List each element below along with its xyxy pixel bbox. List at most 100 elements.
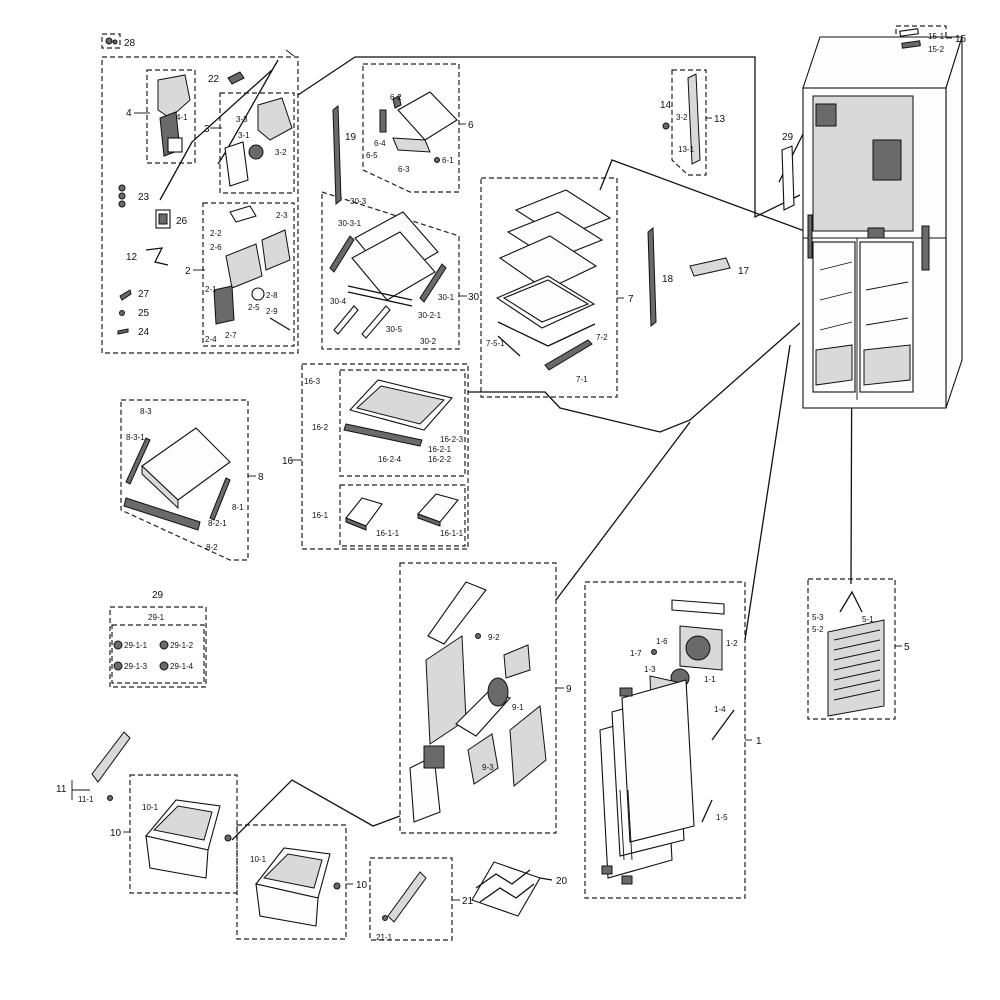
part-27-25-24-small — [117, 289, 132, 335]
part-29-1-screws — [113, 640, 169, 671]
label-28: 28 — [124, 38, 136, 49]
group-box-10b — [236, 824, 347, 940]
part-18-rail — [647, 226, 657, 328]
part-26-plate — [155, 209, 171, 229]
group-box-8 — [120, 399, 249, 561]
label-10b: 10 — [356, 880, 368, 891]
part-8-shelf-assembly — [123, 427, 231, 531]
label-7-5-1: 7-5-1 — [486, 339, 505, 348]
group-box-21 — [369, 857, 453, 941]
group-box-6 — [362, 63, 460, 193]
part-19-rail — [332, 104, 342, 206]
part-10-drawer-a — [145, 799, 232, 879]
label-30: 30 — [468, 292, 480, 303]
label-8-1: 8-1 — [232, 503, 244, 512]
label-15-2: 15-2 — [928, 45, 945, 54]
label-17: 17 — [738, 266, 750, 277]
label-13: 13 — [714, 114, 726, 125]
label-29-1-3: 29-1-3 — [124, 662, 148, 671]
part-7-shelf-assembly — [495, 189, 612, 371]
label-16-2-4: 16-2-4 — [378, 455, 402, 464]
label-4-1: 4-1 — [176, 113, 188, 122]
label-9-1: 9-1 — [512, 703, 524, 712]
group-box-16 — [301, 363, 469, 550]
leader-left-top-to-unit — [297, 56, 801, 219]
label-3-2: 3-2 — [275, 148, 287, 157]
label-29-1: 29-1 — [148, 613, 165, 622]
label-6-1: 6-1 — [442, 156, 454, 165]
label-29: 29 — [782, 132, 794, 143]
label-13-1: 13-1 — [678, 145, 695, 154]
label-10-1b: 10-1 — [250, 855, 267, 864]
group-box-28 — [101, 33, 121, 49]
leader-group4-line — [159, 69, 273, 201]
label-19: 19 — [345, 132, 357, 143]
label-15: 15 — [955, 34, 967, 45]
leader-10-to-9 — [231, 779, 401, 841]
label-7-2: 7-2 — [596, 333, 608, 342]
label-5-3: 5-3 — [812, 613, 824, 622]
label-1-5: 1-5 — [716, 813, 728, 822]
part-22-clip — [227, 71, 245, 85]
label-29-1-4: 29-1-4 — [170, 662, 194, 671]
group-box-29 — [109, 606, 207, 688]
label-14: 14 — [660, 100, 672, 111]
label-2-1: 2-1 — [205, 285, 217, 294]
part-20-wine-rack — [471, 861, 553, 917]
label-2-3: 2-3 — [276, 211, 288, 220]
label-30-2-1: 30-2-1 — [418, 311, 442, 320]
label-30-5: 30-5 — [386, 325, 403, 334]
label-ticks — [71, 37, 952, 901]
group-box-16-1 — [339, 484, 466, 547]
label-11: 11 — [56, 784, 67, 795]
label-3: 3 — [204, 124, 210, 135]
label-2-9: 2-9 — [266, 307, 278, 316]
part-15-handle-caps — [899, 28, 921, 49]
label-1-4: 1-4 — [714, 705, 726, 714]
leader-16-to-unit — [468, 322, 801, 433]
label-6-2: 6-2 — [390, 93, 402, 102]
leader-1-to-unit — [744, 344, 791, 641]
label-21-1: 21-1 — [376, 933, 393, 942]
label-11-1: 11-1 — [78, 795, 94, 804]
group-box-4 — [146, 69, 196, 164]
label-10a: 10 — [110, 828, 122, 839]
label-3-3: 3-3 — [236, 115, 248, 124]
label-16-2-2: 16-2-2 — [428, 455, 452, 464]
part-11-cover — [91, 731, 131, 801]
label-2-7: 2-7 — [225, 331, 237, 340]
label-1-2: 1-2 — [726, 639, 738, 648]
group-box-left-top — [101, 56, 299, 354]
part-4-ice-maker-bracket — [157, 74, 191, 157]
label-2-5: 2-5 — [248, 303, 260, 312]
group-box-9 — [399, 562, 557, 834]
label-24: 24 — [138, 327, 150, 338]
label-5: 5 — [904, 642, 910, 653]
label-9-2: 9-2 — [488, 633, 500, 642]
label-4: 4 — [126, 108, 132, 119]
part-3-ice-assembly — [224, 97, 293, 187]
label-16-2-3: 16-2-3 — [440, 435, 464, 444]
label-8-2: 8-2 — [206, 543, 218, 552]
label-30-2: 30-2 — [420, 337, 437, 346]
label-8-3-1: 8-3-1 — [126, 433, 145, 442]
part-28-clip — [105, 37, 118, 45]
label-21: 21 — [462, 896, 474, 907]
label-6-4: 6-4 — [374, 139, 386, 148]
label-26: 26 — [176, 216, 188, 227]
group-box-3 — [219, 92, 295, 194]
label-13-3-2: 3-2 — [676, 113, 688, 122]
refrigerator-cabinet — [802, 36, 963, 409]
label-30-3: 30-3 — [350, 197, 367, 206]
label-9: 9 — [566, 684, 572, 695]
part-13-hinge — [662, 73, 701, 165]
label-8-2-1: 8-2-1 — [208, 519, 227, 528]
label-6: 6 — [468, 120, 474, 131]
label-6-5: 6-5 — [366, 151, 378, 160]
label-1-1: 1-1 — [704, 675, 716, 684]
label-29-1-1: 29-1-1 — [124, 641, 148, 650]
label-30-3-1: 30-3-1 — [338, 219, 362, 228]
group-box-2 — [202, 202, 295, 347]
label-8-3: 8-3 — [140, 407, 152, 416]
part-12-bracket — [145, 247, 169, 266]
